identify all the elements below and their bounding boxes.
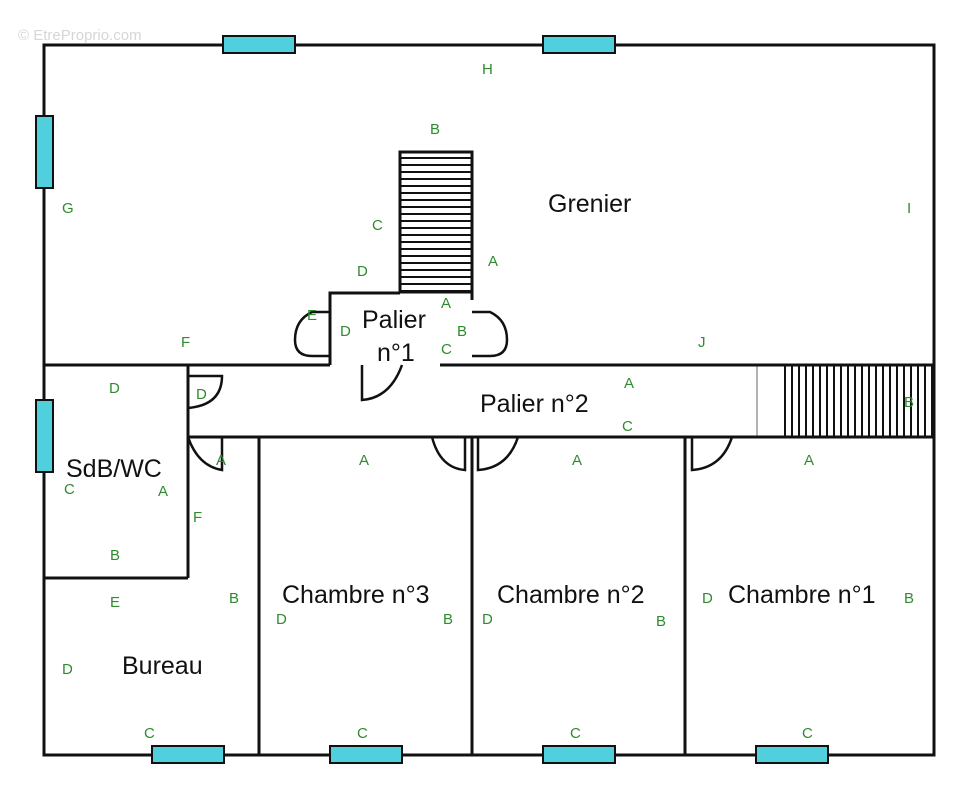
stairs-right <box>756 365 934 437</box>
room-chambre2: Chambre n°2 <box>497 581 645 609</box>
wall-label: A <box>216 452 226 469</box>
wall-label: D <box>62 661 73 678</box>
wall-label: B <box>457 323 467 340</box>
wall-label: F <box>181 334 190 351</box>
wall-label: C <box>441 341 452 358</box>
watermark: © EtreProprio.com <box>18 27 142 44</box>
wall-label: A <box>804 452 814 469</box>
wall-label: B <box>443 611 453 628</box>
room-chambre1: Chambre n°1 <box>728 581 876 609</box>
wall-label: B <box>229 590 239 607</box>
room-palier2: Palier n°2 <box>480 390 589 418</box>
wall-label: I <box>907 200 911 217</box>
wall-label: C <box>144 725 155 742</box>
wall-label: C <box>64 481 75 498</box>
window-top-right <box>542 35 616 54</box>
wall-label: A <box>359 452 369 469</box>
window-bottom-chambre1 <box>755 745 829 764</box>
wall-label: B <box>430 121 440 138</box>
window-left-lower <box>35 399 54 473</box>
wall-label: D <box>702 590 713 607</box>
wall-label: D <box>482 611 493 628</box>
wall-label: D <box>357 263 368 280</box>
wall-label: B <box>110 547 120 564</box>
wall-label: E <box>307 307 317 324</box>
wall-labels: H B G I C A D J F E D A B C D D C A A B … <box>62 61 914 742</box>
room-names: Grenier Palier n°1 Palier n°2 SdB/WC Bur… <box>66 190 876 680</box>
wall-label: E <box>110 594 120 611</box>
window-left-upper <box>35 115 54 189</box>
room-chambre3: Chambre n°3 <box>282 581 430 609</box>
wall-label: H <box>482 61 493 78</box>
wall-label: D <box>340 323 351 340</box>
wall-label: G <box>62 200 74 217</box>
wall-label: D <box>109 380 120 397</box>
window-top-left <box>222 35 296 54</box>
room-palier1-line2: n°1 <box>377 339 415 367</box>
stairs-upper <box>398 150 474 294</box>
room-palier1-line1: Palier <box>362 306 426 334</box>
wall-label: B <box>904 394 914 411</box>
room-bureau: Bureau <box>122 652 203 680</box>
wall-label: C <box>357 725 368 742</box>
wall-label: C <box>570 725 581 742</box>
wall-label: A <box>441 295 451 312</box>
wall-label: C <box>622 418 633 435</box>
wall-label: A <box>572 452 582 469</box>
window-bottom-bureau <box>151 745 225 764</box>
wall-label: B <box>904 590 914 607</box>
wall-label: A <box>158 483 168 500</box>
room-grenier: Grenier <box>548 190 631 218</box>
wall-label: D <box>276 611 287 628</box>
window-bottom-chambre3 <box>329 745 403 764</box>
doors <box>186 310 734 472</box>
window-bottom-chambre2 <box>542 745 616 764</box>
windows <box>35 35 829 764</box>
wall-label: D <box>196 386 207 403</box>
wall-label: B <box>656 613 666 630</box>
room-sdb: SdB/WC <box>66 455 162 483</box>
wall-label: A <box>488 253 498 270</box>
wall-label: A <box>624 375 634 392</box>
wall-label: J <box>698 334 706 351</box>
wall-label: C <box>802 725 813 742</box>
wall-label: C <box>372 217 383 234</box>
wall-label: F <box>193 509 202 526</box>
